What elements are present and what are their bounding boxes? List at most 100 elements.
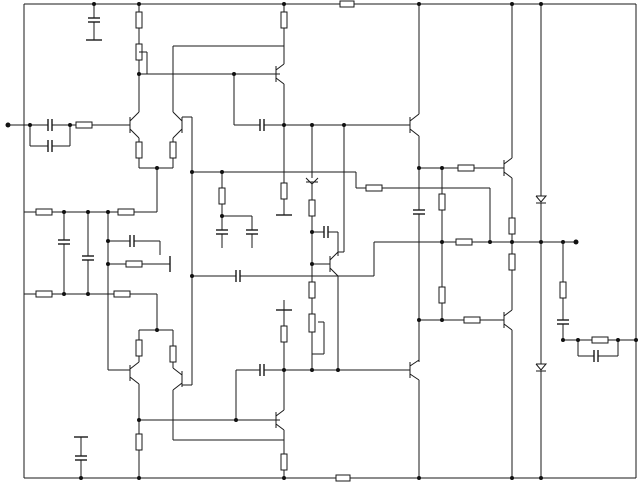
junction	[234, 418, 238, 422]
junction	[440, 166, 444, 170]
junction	[68, 123, 72, 127]
bias-section	[190, 170, 491, 282]
junction	[440, 318, 444, 322]
divider-resistor	[218, 187, 226, 205]
junction	[106, 210, 110, 214]
power-upper-emitter-resistor	[508, 217, 516, 235]
junction	[62, 292, 66, 296]
feedback-resistor-2	[117, 208, 135, 216]
output-network	[535, 2, 638, 480]
zobel-resistor	[559, 281, 567, 299]
junction	[510, 2, 514, 6]
junction	[155, 166, 159, 170]
junction	[220, 170, 224, 174]
junction	[561, 338, 565, 342]
q3-emitter-resistor	[135, 339, 143, 357]
junction	[282, 476, 286, 480]
junction	[510, 476, 514, 480]
junction	[440, 240, 444, 244]
junction	[86, 292, 90, 296]
input-resistor	[75, 121, 93, 129]
q2-emitter-resistor	[169, 141, 177, 159]
junction	[539, 476, 543, 480]
power-lower-emitter-resistor	[508, 253, 516, 271]
vbe-multiplier	[305, 123, 346, 370]
output-lower-base-resistor	[463, 316, 481, 324]
junction	[92, 2, 96, 6]
junction	[310, 262, 314, 266]
junction	[62, 210, 66, 214]
upper-differential-pair	[129, 2, 284, 385]
junction	[155, 328, 159, 332]
q4-emitter-resistor	[169, 345, 177, 363]
rail-resistor-top	[339, 0, 355, 8]
junction	[137, 418, 141, 422]
junction	[576, 338, 580, 342]
vbe-top-resistor	[308, 199, 316, 217]
junction	[634, 338, 638, 342]
output-upper-base-resistor	[457, 164, 475, 172]
feedback-resistor-1	[35, 208, 53, 216]
junction	[106, 262, 110, 266]
output-stage	[409, 2, 576, 480]
lower-collector-resistor	[135, 433, 143, 451]
junction	[282, 123, 286, 127]
junction	[417, 166, 421, 170]
bottom-decoupling-cap	[74, 436, 88, 480]
bias-feed-resistor	[365, 184, 383, 192]
junction	[310, 230, 314, 234]
top-decoupling-cap	[86, 2, 102, 41]
upper-collector-resistor	[135, 11, 143, 29]
junction	[190, 170, 194, 174]
junction	[336, 368, 340, 372]
output-load-resistor	[591, 336, 609, 344]
lower-clamp-diode-icon	[535, 363, 548, 371]
junction	[137, 2, 141, 6]
output-upper-emitter-resistor	[438, 193, 446, 211]
junction	[510, 240, 514, 244]
junction	[106, 239, 110, 243]
rail-resistor-bottom	[335, 474, 351, 482]
junction	[310, 123, 314, 127]
q1-emitter-resistor	[135, 141, 143, 159]
junction	[79, 476, 83, 480]
junction	[282, 2, 286, 6]
junction	[417, 2, 421, 6]
junction	[282, 368, 286, 372]
junction	[417, 476, 421, 480]
zener-diode-icon	[305, 177, 319, 185]
junction	[616, 338, 620, 342]
input-stage	[5, 119, 130, 152]
junction	[137, 476, 141, 480]
lower-vbe-resistor	[280, 325, 288, 343]
lower-differential-pair	[129, 328, 284, 480]
feedback-resistor-4	[113, 290, 131, 298]
junction	[488, 240, 492, 244]
junction	[539, 240, 543, 244]
junction	[86, 210, 90, 214]
feedback-resistor-3	[35, 290, 53, 298]
output-lower-emitter-resistor	[438, 286, 446, 304]
vbe-multiplier-resistor	[280, 182, 288, 200]
junction	[220, 214, 224, 218]
output-terminal	[573, 239, 579, 245]
junction	[417, 318, 421, 322]
feedback-network	[24, 208, 171, 371]
mirror-top-resistor	[280, 11, 288, 29]
junction	[342, 123, 346, 127]
junction	[137, 72, 141, 76]
junction	[232, 72, 236, 76]
output-series-resistor	[455, 238, 473, 246]
junction	[28, 123, 32, 127]
lower-current-mirror	[234, 300, 421, 480]
supply-rails	[23, 0, 637, 482]
vbe-trim-resistor	[308, 313, 316, 333]
vbe-bottom-resistor	[308, 281, 316, 299]
junction	[190, 274, 194, 278]
mirror-bottom-resistor	[280, 453, 288, 471]
junction	[539, 2, 543, 6]
upper-current-mirror	[232, 2, 410, 216]
upper-clamp-diode-icon	[535, 195, 548, 203]
bias-resistor	[125, 260, 143, 268]
